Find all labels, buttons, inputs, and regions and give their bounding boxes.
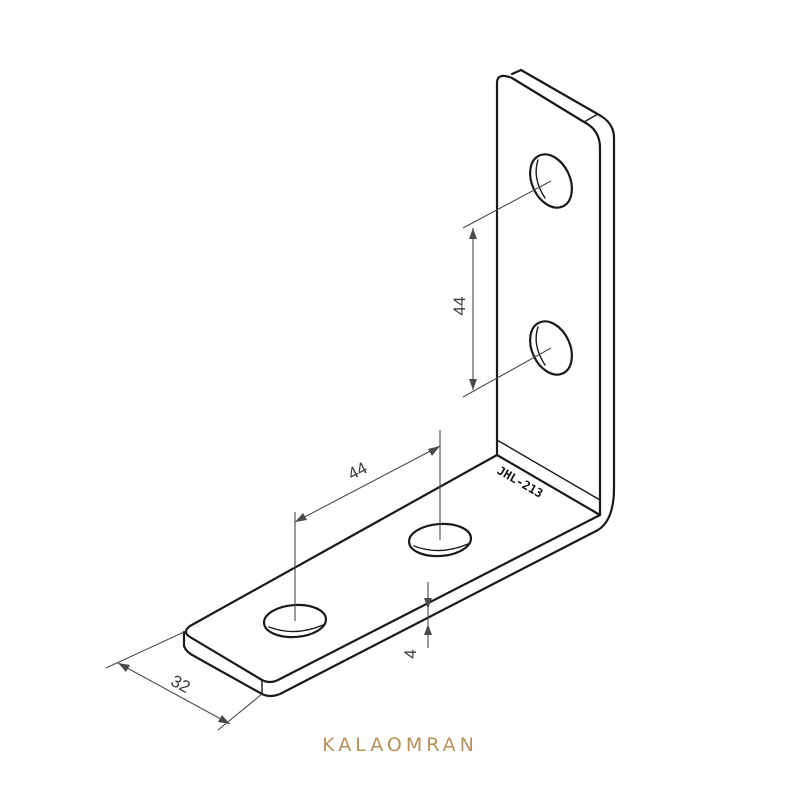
bend-inner-line [496,439,601,501]
brand-logo-text: KALAOMRAN [322,734,478,756]
horizontal-spacing-label: 44 [345,458,370,484]
thickness-arrow-up [424,624,432,635]
extension-line-upper [462,180,552,229]
hole-horizontal-right [407,522,473,558]
horizontal-leg [182,439,616,698]
arrow-right [428,446,440,456]
holes [262,153,573,639]
vertical-leg-thickness-seam [583,113,599,123]
dimension-width: 32 [105,631,263,731]
dimension-vertical-spacing: 44 [450,180,552,398]
width-label: 32 [168,671,194,697]
hole-vertical-lower [529,320,573,376]
horizontal-leg-front-edge [182,486,616,698]
vertical-spacing-label: 44 [450,297,469,316]
hole-horizontal-left [262,603,328,639]
vertical-leg [495,68,616,517]
width-arrow-back [118,663,130,672]
dimension-horizontal-spacing: 44 [294,430,441,621]
arrow-down [469,379,477,390]
vertical-leg-thickness-top [510,68,616,490]
arrow-up [469,228,477,239]
horizontal-leg-top-face [184,453,602,684]
extension-line-lower [462,347,552,398]
width-dimension-line [117,662,231,725]
thickness-label: 4 [401,649,420,658]
hole-vertical-upper [529,153,573,209]
width-arrow-front [218,715,230,724]
thickness-arrow-down [424,598,432,609]
dimension-line-horizontal [294,445,441,523]
arrow-left [295,513,307,522]
dimension-thickness: 4 [401,582,432,659]
width-extension-front [217,693,263,731]
width-extension-back [105,631,185,669]
